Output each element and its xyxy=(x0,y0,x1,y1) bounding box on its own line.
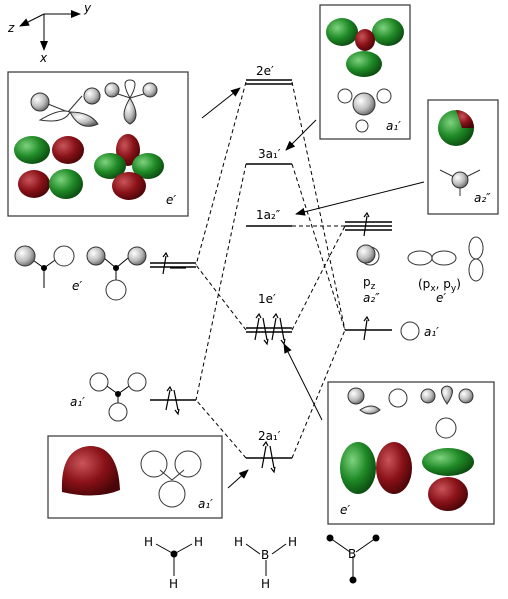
h3-h3: H xyxy=(169,577,178,591)
right-s-sym: a₁′ xyxy=(424,325,439,339)
box-bottom-left-label: a₁′ xyxy=(198,497,213,511)
axis-triad: y z x xyxy=(7,1,92,65)
box-bottom-right-label: e′ xyxy=(340,503,350,517)
box-top-right-label: a₂″ xyxy=(474,191,491,205)
left-salc-a1 xyxy=(89,372,147,422)
right-pxy-label: (px, py) xyxy=(418,277,461,294)
electron-pair-2a1 xyxy=(261,440,276,474)
axis-y-label: y xyxy=(83,1,92,15)
right-pz-sym: a₂″ xyxy=(363,291,380,305)
left-level-e xyxy=(150,251,196,275)
mo-level-1a2: 1a₂″ xyxy=(246,208,292,227)
h3-h1: H xyxy=(144,535,153,549)
trigonal-center: B xyxy=(348,547,356,561)
left-level-a1 xyxy=(150,385,196,416)
mo-2a1-label: 2a₁′ xyxy=(258,429,281,443)
mo-2e-label: 2e′ xyxy=(256,64,274,78)
left-salc-e-1 xyxy=(14,245,75,288)
right-level-s xyxy=(345,315,420,341)
box-top-left-label: e′ xyxy=(166,193,176,207)
bh3-h2: H xyxy=(288,535,297,549)
molecule-h3: H H H xyxy=(144,535,203,591)
left-salc-e-2 xyxy=(86,246,147,301)
mo-level-3a1: 3a₁′ xyxy=(246,147,292,165)
right-py-orbital xyxy=(468,236,484,282)
box-top-left: e′ xyxy=(7,71,189,217)
box-bottom-right: e′ xyxy=(327,381,495,525)
molecule-bh3: H B H H xyxy=(234,535,297,591)
axis-x-label: x xyxy=(39,51,48,65)
arrows xyxy=(201,87,425,489)
right-pz-orbital xyxy=(356,244,380,266)
right-level-p xyxy=(345,211,392,237)
bh3-h1: H xyxy=(234,535,243,549)
left-a1-label: a₁′ xyxy=(70,395,85,409)
electron-pair-1e-a xyxy=(254,312,269,346)
mo-1e-label: 1e′ xyxy=(258,292,276,306)
axis-z-label: z xyxy=(7,21,15,35)
box-top-right: a₂″ xyxy=(427,99,499,215)
electron-pair-1e-b xyxy=(271,312,286,346)
correlation-lines xyxy=(195,81,346,459)
mo-level-2e: 2e′ xyxy=(246,64,292,85)
h3-h2: H xyxy=(194,535,203,549)
right-pz-label: pz xyxy=(363,275,376,292)
bh3-h3: H xyxy=(261,577,270,591)
box-top-center: a₁′ xyxy=(319,4,411,140)
mo-1a2-label: 1a₂″ xyxy=(256,208,281,222)
molecule-trigonal: B xyxy=(326,534,380,584)
bh3-center: B xyxy=(261,548,269,562)
right-px-orbital xyxy=(407,250,457,266)
mo-3a1-label: 3a₁′ xyxy=(258,147,281,161)
right-pxy-sym: e′ xyxy=(436,291,446,305)
box-top-center-label: a₁′ xyxy=(386,119,401,133)
mo-level-1e: 1e′ xyxy=(246,292,292,346)
left-e-label: e′ xyxy=(72,279,82,293)
mo-level-2a1: 2a₁′ xyxy=(246,429,292,474)
box-bottom-left: a₁′ xyxy=(47,435,223,519)
